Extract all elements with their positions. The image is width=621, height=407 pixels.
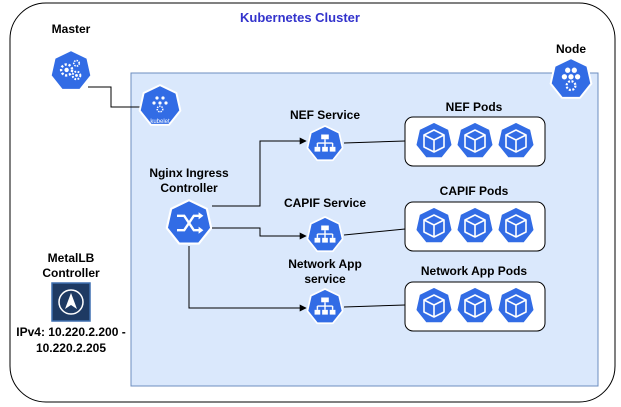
ingress-to-capif-service-edge — [212, 227, 307, 240]
pod-icon — [455, 121, 495, 160]
ingress-label-line2: Controller — [160, 181, 218, 195]
networkapp-service-label-line2: service — [304, 272, 346, 286]
metallb-label-line2: Controller — [42, 266, 100, 280]
capif-service-icon — [306, 216, 344, 253]
nef-pods-label: NEF Pods — [446, 100, 503, 114]
ingress-label-line1: Nginx Ingress — [149, 166, 229, 180]
nef-service-icon — [306, 125, 344, 162]
ingress-to-nef-service-edge — [212, 137, 307, 207]
metallb-ip-line1: IPv4: 10.220.2.200 - — [16, 325, 125, 339]
kubelet-label: kubelet — [150, 119, 170, 125]
pod-icon — [414, 121, 454, 160]
metallb-icon — [51, 282, 91, 322]
metallb-label-line1: MetalLB — [48, 251, 95, 265]
metallb-ip-line2: 10.220.2.205 — [36, 341, 106, 355]
control-plane-icon — [49, 49, 93, 92]
ingress-icon — [165, 199, 213, 245]
networkapp-service-to-pods-edge — [343, 304, 406, 308]
master-label: Master — [52, 22, 91, 36]
nef-service-label: NEF Service — [290, 108, 360, 122]
node-label: Node — [556, 42, 586, 56]
pod-icon — [496, 121, 536, 160]
capif-service-label: CAPIF Service — [284, 196, 366, 210]
master-kubelet-connector — [88, 86, 140, 108]
networkapp-service-icon — [306, 288, 344, 325]
ingress-to-networkapp-service-edge — [188, 246, 307, 312]
node-icon — [549, 57, 593, 99]
nef-service-to-pods-edge — [343, 140, 406, 144]
cluster-title: Kubernetes Cluster — [240, 10, 360, 25]
pod-icon — [414, 206, 454, 245]
networkapp-service-label-line1: Network App — [288, 257, 362, 271]
capif-service-to-pods-edge — [343, 228, 406, 236]
pod-icon — [455, 206, 495, 245]
pod-icon — [496, 206, 536, 245]
networkapp-pods-label: Network App Pods — [421, 264, 528, 278]
pod-icon — [496, 286, 536, 325]
capif-pods-label: CAPIF Pods — [440, 184, 509, 198]
pod-icon — [455, 286, 495, 325]
pod-icon — [414, 286, 454, 325]
kubelet-glyph — [152, 96, 168, 113]
